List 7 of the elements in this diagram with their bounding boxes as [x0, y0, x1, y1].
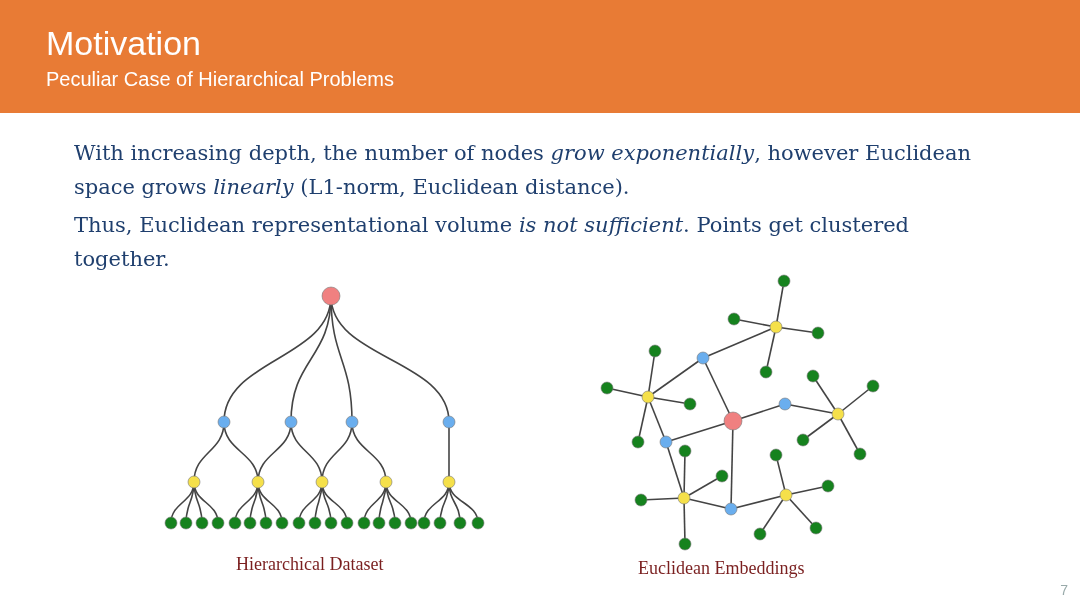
slide-subtitle: Peculiar Case of Hierarchical Problems	[46, 68, 394, 91]
body-paragraph: With increasing depth, the number of nodes grow exponentially, however Euclidean space grows linearly (L1-norm, Euclidean distance).	[74, 140, 972, 201]
figure-caption: Hierarchical Dataset	[236, 554, 384, 575]
slide-title: Motivation	[46, 24, 201, 63]
figure-caption: Euclidean Embeddings	[638, 558, 805, 579]
page-number: 7	[1060, 582, 1068, 598]
body-paragraph: Thus, Euclidean representational volume is not sufficient. Points get clustered together.	[74, 212, 911, 273]
